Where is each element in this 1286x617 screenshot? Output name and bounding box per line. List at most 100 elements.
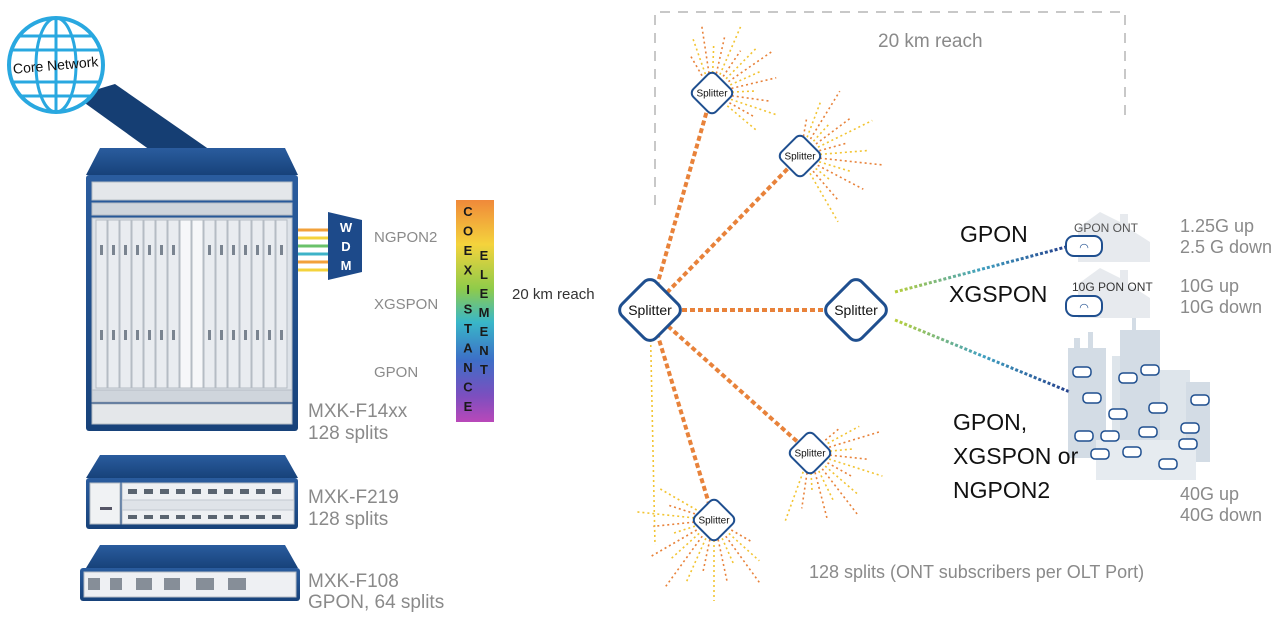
element-letter: L xyxy=(480,267,488,282)
drop-ray xyxy=(800,452,811,509)
splitter-box xyxy=(692,498,736,542)
port xyxy=(208,489,217,494)
port xyxy=(224,515,233,519)
olt-chassis-f108 xyxy=(80,545,300,601)
wifi-icon: ◠ xyxy=(1079,242,1089,254)
port-block xyxy=(196,578,214,590)
ont-icon xyxy=(1190,394,1210,406)
coexistence-letter: T xyxy=(464,321,472,336)
line-card xyxy=(239,219,252,389)
ont-icon xyxy=(1082,392,1102,404)
ont-icon xyxy=(1118,372,1138,384)
card-latch xyxy=(220,330,223,340)
xgspon-link-label: XGSPON xyxy=(374,296,438,313)
port xyxy=(256,489,265,494)
xgspon-tech-label: XGSPON xyxy=(949,281,1047,307)
ont-icon xyxy=(1158,458,1178,470)
gpon-down-rate: 2.5 G down xyxy=(1180,237,1272,257)
splitter-box xyxy=(618,278,682,342)
card-latch xyxy=(100,330,103,340)
splitter-box xyxy=(824,278,888,342)
wdm-letter-d: D xyxy=(341,239,350,254)
olt-chassis-f219 xyxy=(86,455,298,529)
card-latch xyxy=(268,245,271,255)
splitter-label: Splitter xyxy=(834,302,878,318)
port xyxy=(176,515,185,519)
line-card xyxy=(131,219,144,389)
drop-ray xyxy=(650,519,715,558)
f219-name: MXK-F219 xyxy=(308,487,399,508)
card-latch xyxy=(148,330,151,340)
drop-ray xyxy=(711,50,742,94)
wdm-block: W D M xyxy=(328,212,362,280)
mdu-tech-label-line-2: XGSPON or xyxy=(953,443,1079,469)
drop-ray xyxy=(809,425,860,454)
coexistence-letter: S xyxy=(464,302,473,317)
gpon-ont-label: GPON ONT xyxy=(1074,221,1139,235)
line-card xyxy=(107,219,120,389)
line-card xyxy=(251,219,264,389)
distribution-fiber xyxy=(648,308,812,455)
port xyxy=(144,489,153,494)
splitter-box xyxy=(690,71,734,115)
distribution-fiber xyxy=(648,92,714,311)
port-block xyxy=(88,578,100,590)
card-latch xyxy=(100,245,103,255)
drop-ray xyxy=(809,452,860,517)
line-card xyxy=(167,219,180,389)
port xyxy=(160,515,169,519)
coexistence-letter: E xyxy=(464,399,473,414)
globe-callout-pointer xyxy=(75,84,210,150)
element-letter: E xyxy=(480,324,489,339)
splitter-small-upper: Splitter xyxy=(778,134,822,178)
port xyxy=(192,489,201,494)
card-latch xyxy=(280,330,283,340)
coexistence-letter: X xyxy=(464,263,473,278)
drop-ray xyxy=(799,142,848,157)
gpon-drop xyxy=(894,245,1067,294)
element-letter: N xyxy=(479,343,488,358)
port xyxy=(224,489,233,494)
port-block xyxy=(164,578,180,590)
card-latch xyxy=(244,330,247,340)
xgspon-ont-label: 10G PON ONT xyxy=(1072,280,1153,294)
ont-icon xyxy=(1140,364,1160,376)
splits-note: 128 splits (ONT subscribers per OLT Port… xyxy=(809,562,1144,582)
drop-ray xyxy=(711,45,715,94)
drop-ray xyxy=(809,452,853,478)
card-latch xyxy=(232,330,235,340)
feeder-reach-label: 20 km reach xyxy=(512,286,595,303)
card-latch xyxy=(208,330,211,340)
distribution-fiber xyxy=(648,154,802,312)
line-card xyxy=(215,219,228,389)
splitter-small-lower: Splitter xyxy=(788,431,832,475)
port-block xyxy=(228,578,246,590)
ont-icon xyxy=(1072,366,1092,378)
ont-icon xyxy=(1100,430,1120,442)
card-latch xyxy=(208,245,211,255)
card-latch xyxy=(136,245,139,255)
card-latch xyxy=(148,245,151,255)
line-card xyxy=(227,219,240,389)
coexistence-letter: I xyxy=(466,282,470,297)
splitter-label: Splitter xyxy=(628,302,672,318)
card-latch xyxy=(112,245,115,255)
reach-boundary xyxy=(654,11,1126,205)
line-card xyxy=(203,219,216,389)
drop-ray xyxy=(702,519,715,573)
olt-chassis-f14xx xyxy=(86,148,298,431)
card-latch xyxy=(160,330,163,340)
ont-icon xyxy=(1122,446,1142,458)
distribution-fiber xyxy=(648,309,716,521)
splitter-label: Splitter xyxy=(784,152,816,163)
line-card xyxy=(275,219,288,389)
ont-icon xyxy=(1180,422,1200,434)
mdu-down-rate: 40G down xyxy=(1180,505,1262,525)
mdu-tech-label-line-1: GPON, xyxy=(953,409,1027,435)
mdu-up-rate: 40G up xyxy=(1180,484,1239,504)
port xyxy=(240,515,249,519)
drop-ray xyxy=(713,519,735,566)
mdu-tech-label-line-3: NGPON2 xyxy=(953,477,1050,503)
card-latch xyxy=(172,330,175,340)
